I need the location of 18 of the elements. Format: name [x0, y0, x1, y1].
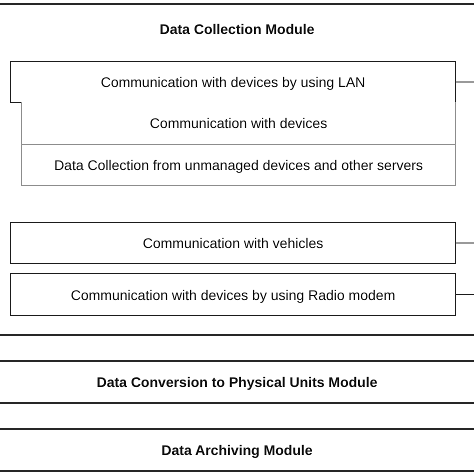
node-label: Communication with devices by using LAN	[100, 74, 366, 90]
node-label: Communication with vehicles	[142, 235, 324, 251]
connector-line	[456, 294, 474, 295]
module-band	[0, 360, 474, 404]
process-box	[10, 222, 456, 264]
module-band	[0, 3, 474, 336]
node-label: Communication with devices	[150, 115, 328, 131]
process-box	[10, 61, 456, 103]
process-box	[21, 144, 456, 186]
process-box	[10, 273, 456, 316]
node-label: Data Conversion to Physical Units Module	[96, 374, 378, 390]
node-label: Data Collection Module	[160, 21, 314, 37]
node-label: Data Collection from unmanaged devices and other servers	[54, 157, 423, 173]
node-label: Data Archiving Module	[161, 442, 313, 458]
node-label: Communication with devices by using Radio modem	[70, 286, 396, 302]
module-band	[0, 428, 474, 472]
connector-line	[456, 242, 474, 244]
process-box	[21, 102, 456, 145]
